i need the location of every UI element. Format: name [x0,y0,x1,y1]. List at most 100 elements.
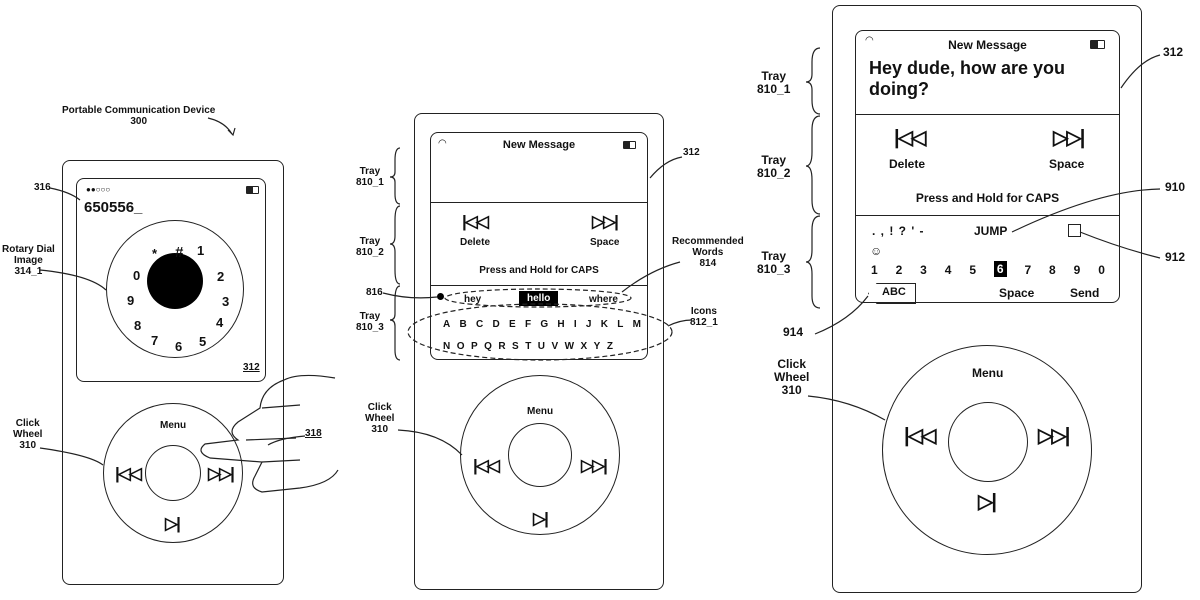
space-icon[interactable]: ▷▷| [1053,127,1085,149]
letter-key[interactable]: G [540,319,549,330]
click-wheel-center-button[interactable] [145,445,201,501]
recommended-words-label: Recommended Words 814 [672,236,744,269]
dial-digit[interactable]: 9 [127,293,135,308]
send-button[interactable]: Send [1070,286,1100,300]
play-pause-icon[interactable]: ▷| [533,509,549,528]
letter-key[interactable]: T [525,341,532,352]
digit-key[interactable]: 1 [871,263,878,277]
dial-digit[interactable]: 5 [199,334,207,349]
dial-digit[interactable]: 6 [175,339,183,354]
play-pause-icon[interactable]: ▷| [978,491,997,513]
tray-810-2-label: Tray 810_2 [757,153,791,180]
tray-divider [856,114,1119,115]
dial-digit[interactable]: 0 [133,268,141,283]
click-wheel[interactable] [460,375,620,535]
ref-914-label: 914 [783,325,804,339]
tray-810-2-label: Tray 810_2 [356,236,384,258]
click-wheel-label: Click Wheel 310 [774,357,810,397]
letter-key[interactable]: V [551,341,559,352]
fast-forward-icon[interactable]: ▷▷| [1038,425,1070,447]
menu-button[interactable]: Menu [527,406,554,417]
letter-key[interactable]: O [456,341,465,352]
space-label[interactable]: Space [590,237,620,248]
click-wheel-center-button[interactable] [508,423,572,487]
menu-button[interactable]: Menu [972,366,1004,380]
letter-key[interactable]: P [470,341,478,352]
delete-icon[interactable]: |◁◁ [462,212,489,231]
letter-key[interactable]: L [617,319,624,330]
jump-button[interactable]: JUMP [974,224,1008,238]
rotary-dial-label: Rotary Dial Image 314_1 [2,244,55,277]
letter-key[interactable]: Z [606,341,613,352]
letter-key[interactable]: Q [484,341,492,352]
letter-key[interactable]: N [443,341,451,352]
dial-digit[interactable]: 3 [222,294,230,309]
fast-forward-icon[interactable]: ▷▷| [581,456,608,475]
dial-digit[interactable]: 7 [151,333,159,348]
letter-key[interactable]: H [557,319,565,330]
digit-key[interactable]: 9 [1073,263,1081,277]
dial-digit[interactable]: 1 [197,243,205,258]
digit-key[interactable]: 6 [993,261,1007,277]
letter-key[interactable]: E [509,319,516,330]
word-suggestion-hey[interactable]: hey [464,294,482,305]
digit-key[interactable]: 2 [895,263,903,277]
letter-key[interactable]: U [537,341,545,352]
dialed-number: 650556_ [84,199,143,216]
letter-key[interactable]: W [564,341,575,352]
punctuation-row[interactable]: . , ! ? ' - [872,224,925,238]
dial-digit[interactable]: 4 [216,315,224,330]
smiley-icon[interactable]: ☺ [870,244,883,258]
digit-key[interactable]: 3 [920,263,927,277]
finger-ref-318: 318 [305,428,322,439]
letter-key[interactable]: S [512,341,519,352]
digit-key[interactable]: 8 [1049,263,1056,277]
rewind-icon[interactable]: |◁◁ [904,425,936,447]
word-suggestion-where[interactable]: where [589,294,618,305]
delete-label[interactable]: Delete [889,157,926,171]
delete-label[interactable]: Delete [460,237,491,248]
rewind-icon[interactable]: |◁◁ [473,456,500,475]
letter-key[interactable]: D [492,319,500,330]
space-label[interactable]: Space [1049,157,1085,171]
abc-button-outline [868,283,916,304]
abc-button[interactable]: ABC [882,286,906,298]
click-wheel-label: Click Wheel 310 [365,402,395,435]
space-icon[interactable]: ▷▷| [592,212,619,231]
letter-key[interactable]: F [524,319,532,330]
dial-digit[interactable]: 8 [134,318,142,333]
dial-digit[interactable]: 2 [217,269,225,284]
digit-key[interactable]: 4 [944,263,952,277]
tray-810-1-label: Tray 810_1 [757,69,791,96]
letter-key[interactable]: R [498,341,506,352]
delete-icon[interactable]: |◁◁ [894,127,926,149]
digit-key[interactable]: 7 [1024,263,1032,277]
letter-key[interactable]: B [459,319,467,330]
word-suggestion-hello[interactable]: hello [519,291,559,306]
letter-key[interactable]: I [573,319,577,330]
letter-key[interactable]: Y [593,341,601,352]
letter-key[interactable]: X [580,341,588,352]
dial-digit[interactable]: * [152,246,158,261]
toggle-square-icon[interactable] [1068,224,1081,237]
menu-button[interactable]: Menu [160,420,187,431]
rewind-icon[interactable]: |◁◁ [115,464,142,483]
digit-key[interactable]: 5 [969,263,976,277]
fast-forward-icon[interactable]: ▷▷| [208,464,235,483]
digit-key[interactable]: 0 [1098,263,1105,277]
play-pause-icon[interactable]: ▷| [165,514,181,533]
battery-icon [246,186,259,194]
space-key[interactable]: Space [999,286,1035,300]
ref-910-label: 910 [1165,180,1186,194]
letter-key[interactable]: K [600,319,608,330]
letter-key[interactable]: A [443,319,451,330]
dial-digit[interactable]: # [175,244,184,261]
click-wheel-center-button[interactable] [948,402,1028,482]
letter-key[interactable]: M [632,319,641,330]
letter-key[interactable]: C [476,319,484,330]
cursor-dot-icon [437,293,444,300]
letter-key[interactable]: J [585,319,592,330]
